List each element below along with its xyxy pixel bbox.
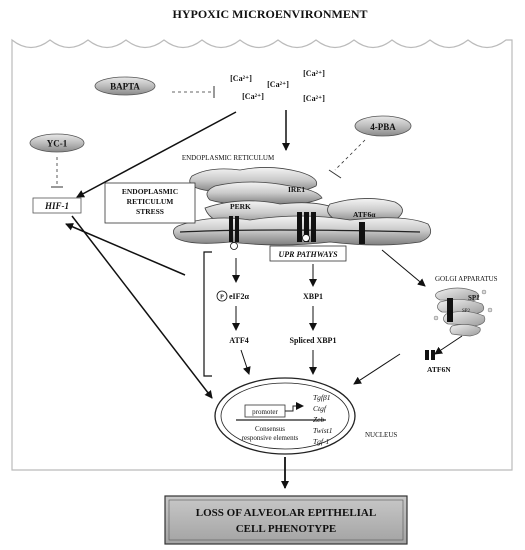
spliced-xbp1-label: Spliced XBP1 [290, 336, 337, 345]
gene-zeb: Zeb [313, 415, 325, 424]
gene-twist1: Twist1 [313, 426, 332, 435]
atf6a-label: ATF6α [353, 210, 376, 219]
diagram-title: HYPOXIC MICROENVIRONMENT [173, 7, 368, 21]
hif1-label: HIF-1 [44, 201, 69, 211]
yc1-inhibitor: YC-1 [29, 133, 85, 153]
hif-to-nucleus-arrow [71, 215, 213, 399]
consensus-line1: Consensus [255, 425, 285, 433]
gene-tgfb1: Tgfβ1 [313, 393, 331, 402]
upr-to-hif-arrow [65, 223, 186, 276]
calcium-label-4: [Ca²⁺] [242, 92, 264, 101]
atf6-to-golgi-arrow [381, 249, 426, 287]
atf6n-fragment [425, 350, 435, 360]
atf4-to-nucleus-arrow [240, 349, 251, 375]
pba-inhibitor: 4-PBA [354, 115, 412, 137]
ire1-label: IRE1 [288, 185, 305, 194]
calcium-label-2: [Ca²⁺] [267, 80, 289, 89]
calcium-label-1: [Ca²⁺] [230, 74, 252, 83]
promoter-box: promoter [244, 404, 286, 418]
outcome-line2: CELL PHENOTYPE [236, 523, 337, 535]
sp2-label: SP2 [462, 309, 471, 314]
bapta-inhibitor: BAPTA [94, 76, 156, 96]
pba-inhibition-bar [328, 169, 342, 179]
phospho-icon [216, 290, 228, 302]
atf6a-receptor [359, 222, 365, 244]
upr-bracket [203, 251, 212, 377]
pba-dashed-line [334, 139, 366, 171]
xbp1-label: XBP1 [303, 292, 323, 301]
pba-label: 4-PBA [370, 122, 396, 132]
yc1-label: YC-1 [47, 139, 68, 149]
nucleus-label: NUCLEUS [365, 431, 397, 439]
atf6-golgi-protein [447, 298, 453, 322]
perk-receptor [229, 216, 239, 250]
bapta-label: BAPTA [110, 82, 140, 92]
svg-text:P: P [220, 295, 224, 301]
atf6n-to-nucleus-arrow [353, 353, 401, 385]
gene-tgf1: Tgf-1 [313, 437, 329, 446]
sp1-label: SP1 [468, 294, 480, 302]
upr-pathways-box: UPR PATHWAYS [269, 245, 347, 262]
calcium-label-5: [Ca²⁺] [303, 94, 325, 103]
promoter-label: promoter [252, 408, 278, 416]
cell-membrane [11, 38, 513, 471]
er-stress-line1: ENDOPLASMIC [122, 187, 178, 196]
gene-ctgf: Ctgf [313, 404, 327, 413]
er-stress-box: ENDOPLASMIC RETICULUM STRESS [104, 182, 196, 224]
hif1-box: HIF-1 [32, 197, 82, 214]
perk-label: PERK [230, 202, 251, 211]
er-stress-line2: RETICULUM [127, 197, 174, 206]
consensus-line2: responsive elements [242, 434, 299, 442]
upr-label: UPR PATHWAYS [278, 250, 338, 259]
calcium-label-3: [Ca²⁺] [303, 69, 325, 78]
er-stress-line3: STRESS [136, 207, 164, 216]
golgi-to-atf6n-arrow [434, 335, 463, 355]
outcome-box: LOSS OF ALVEOLAR EPITHELIAL CELL PHENOTY… [164, 495, 408, 545]
endoplasmic-reticulum [173, 167, 432, 246]
atf6n-label: ATF6N [427, 365, 451, 374]
peif2a-node: P eIF2α [216, 290, 250, 302]
outcome-line1: LOSS OF ALVEOLAR EPITHELIAL [196, 507, 376, 519]
transcription-start-arrow [285, 402, 304, 412]
er-label: ENDOPLASMIC RETICULUM [182, 154, 275, 162]
atf4-label: ATF4 [229, 336, 248, 345]
golgi-apparatus [433, 287, 493, 337]
calcium-to-hif-arrow [76, 111, 237, 198]
peif2a-label: eIF2α [229, 292, 250, 301]
ire1-receptor [297, 212, 316, 242]
golgi-label: GOLGI APPARATUS [435, 275, 498, 283]
